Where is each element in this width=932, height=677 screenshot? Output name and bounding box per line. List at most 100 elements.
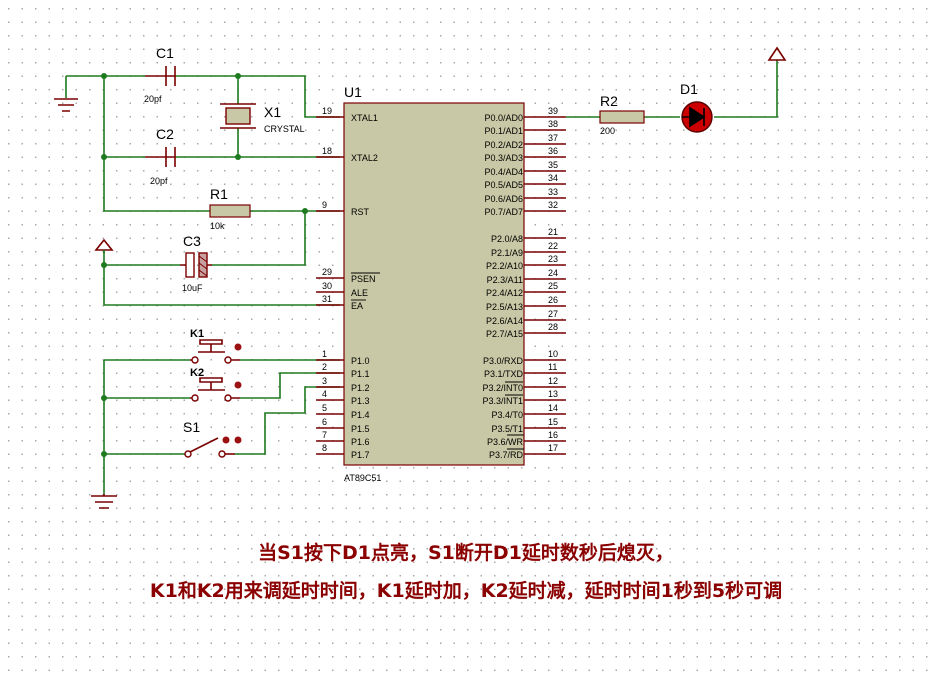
c3-value: 10uF (182, 283, 203, 293)
mcu-pin-number: 37 (548, 133, 558, 143)
switch-s1[interactable]: S1 (183, 419, 242, 458)
mcu-pin-name: P2.5/A13 (486, 302, 523, 312)
resistor-r2[interactable]: R2 200 (599, 93, 645, 136)
mcu-pin-number: 14 (548, 403, 558, 413)
junction-dot (101, 262, 107, 268)
mcu-pin-number: 28 (548, 322, 558, 332)
mcu-pin-number: 31 (322, 294, 332, 304)
mcu-right-pins: 39P0.0/AD038P0.1/AD137P0.2/AD236P0.3/AD3… (482, 106, 566, 460)
resistor-r1[interactable]: R1 10k (209, 186, 251, 231)
mcu-pin-number: 7 (322, 430, 327, 440)
power-symbol (767, 46, 787, 61)
mcu-pin-number: 24 (548, 268, 558, 278)
mcu-pin-name: P3.2/INT0 (482, 383, 523, 393)
mcu-pin-name: P3.5/T1 (491, 424, 523, 434)
pushbutton-k2[interactable]: K2 (190, 367, 242, 402)
description-line-2: K1和K2用来调延时时间，K1延时加，K2延时减，延时时间1秒到5秒可调 (149, 580, 783, 602)
mcu-pin-number: 17 (548, 443, 558, 453)
junction-dot (235, 73, 241, 79)
mcu-pin-name: P1.4 (351, 410, 370, 420)
mcu-pin-number: 15 (548, 417, 558, 427)
x1-value: CRYSTAL (264, 124, 305, 134)
mcu-pin-name: XTAL1 (351, 113, 378, 123)
mcu-pin-name: P1.3 (351, 396, 370, 406)
mcu-pin-number: 25 (548, 281, 558, 291)
r2-ref: R2 (600, 93, 618, 109)
capacitor-c2[interactable]: C2 20pf (145, 126, 176, 186)
mcu-pin-number: 32 (548, 200, 558, 210)
junction-dot (302, 208, 308, 214)
mcu-pin-number: 5 (322, 403, 327, 413)
mcu-pin-name: P2.7/A15 (486, 329, 523, 339)
mcu-pin-number: 10 (548, 349, 558, 359)
mcu-pin-name: P3.3/INT1 (482, 396, 523, 406)
mcu-pin-name: ALE (351, 288, 368, 298)
led-d1[interactable]: D1 (680, 81, 713, 133)
mcu-pin-name: P2.1/A9 (491, 248, 523, 258)
r1-value: 10k (210, 221, 225, 231)
mcu-u1[interactable]: U1 AT89C51 19XTAL118XTAL29RST29PSEN30ALE… (316, 84, 566, 483)
mcu-pin-number: 34 (548, 173, 558, 183)
mcu-pin-name: P0.6/AD6 (484, 194, 523, 204)
junction-dot (101, 73, 107, 79)
mcu-pin-name: P3.0/RXD (483, 356, 524, 366)
mcu-pin-name: P1.6 (351, 437, 370, 447)
power-symbol (94, 238, 114, 253)
x1-ref: X1 (264, 104, 281, 120)
mcu-pin-name: P3.4/T0 (491, 410, 523, 420)
crystal-x1[interactable]: X1 CRYSTAL (220, 103, 305, 134)
s1-ref: S1 (183, 419, 200, 435)
description-line-1: 当S1按下D1点亮，S1断开D1延时数秒后熄灭， (258, 542, 674, 564)
mcu-pin-name: XTAL2 (351, 153, 378, 163)
mcu-pin-number: 16 (548, 430, 558, 440)
mcu-pin-name: P2.2/A10 (486, 261, 523, 271)
mcu-pin-number: 13 (548, 389, 558, 399)
pushbutton-k1[interactable]: K1 (190, 328, 242, 364)
mcu-pin-number: 2 (322, 362, 327, 372)
mcu-pin-name: P0.7/AD7 (484, 207, 523, 217)
mcu-pin-number: 22 (548, 241, 558, 251)
r1-ref: R1 (210, 186, 228, 202)
mcu-pin-number: 36 (548, 146, 558, 156)
mcu-pin-name: P0.0/AD0 (484, 113, 523, 123)
mcu-pin-number: 9 (322, 200, 327, 210)
mcu-pin-name: P3.1/TXD (484, 369, 524, 379)
mcu-pin-name: P3.6/WR (487, 437, 524, 447)
mcu-pin-name: RST (351, 207, 370, 217)
mcu-pin-name: P0.4/AD4 (484, 167, 523, 177)
mcu-pin-name: P2.0/A8 (491, 234, 523, 244)
k1-ref: K1 (190, 328, 204, 340)
c2-ref: C2 (156, 126, 174, 142)
mcu-pin-number: 11 (548, 362, 557, 372)
ground-symbol (54, 98, 78, 112)
capacitor-c1[interactable]: C1 20pf (144, 45, 176, 104)
mcu-pin-number: 8 (322, 443, 327, 453)
junction-dot (235, 154, 241, 160)
mcu-pin-name: P0.1/AD1 (484, 126, 523, 136)
mcu-pin-name: P1.7 (351, 450, 370, 460)
mcu-pin-number: 23 (548, 254, 558, 264)
mcu-pin-number: 3 (322, 376, 327, 386)
mcu-pin-number: 26 (548, 295, 558, 305)
mcu-left-pins: 19XTAL118XTAL29RST29PSEN30ALE31EA1P1.02P… (316, 106, 378, 460)
mcu-pin-number: 38 (548, 119, 558, 129)
c1-ref: C1 (156, 45, 174, 61)
mcu-pin-number: 12 (548, 376, 558, 386)
u1-ref: U1 (344, 84, 362, 100)
capacitor-c3[interactable]: C3 10uF (180, 233, 212, 293)
mcu-pin-name: P1.5 (351, 424, 370, 434)
mcu-pin-name: P1.1 (351, 369, 370, 379)
mcu-pin-number: 21 (548, 227, 558, 237)
u1-part: AT89C51 (344, 473, 381, 483)
ground-symbol (91, 494, 117, 509)
mcu-pin-name: P3.7/RD (489, 450, 524, 460)
mcu-pin-number: 30 (322, 281, 332, 291)
mcu-pin-number: 29 (322, 267, 332, 277)
mcu-pin-number: 1 (322, 349, 327, 359)
mcu-pin-number: 4 (322, 389, 327, 399)
mcu-pin-name: P1.0 (351, 356, 370, 366)
mcu-pin-name: PSEN (351, 274, 376, 284)
wires (65, 60, 778, 494)
c3-ref: C3 (183, 233, 201, 249)
